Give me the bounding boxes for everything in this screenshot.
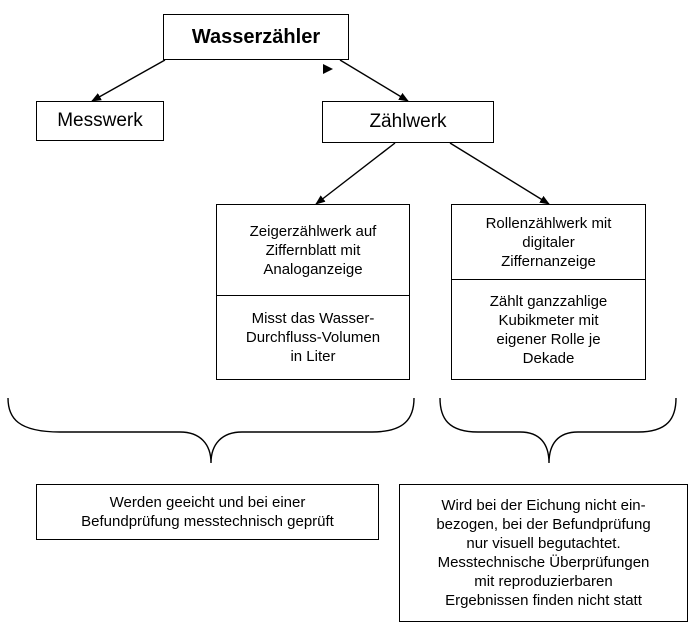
left-brace [7,397,415,464]
note-left: Werden geeicht und bei einer Befundprüfu… [36,484,379,540]
messwerk-label: Messwerk [57,110,143,131]
rollenzaehlwerk-node: Rollenzählwerk mit digitaler Ziffernanze… [451,204,646,380]
zeigerzaehlwerk-description: Misst das Wasser- Durchfluss-Volumen in … [245,310,381,365]
arrow-zaehlwerk-to-zeiger [315,142,396,205]
arrow-root-to-zaehlwerk [339,59,409,102]
zeigerzaehlwerk-name: Zeigerzählwerk auf Ziffernblatt mit Anal… [217,205,409,296]
arrow-zaehlwerk-to-rollen [449,142,550,205]
note-left-text: Werden geeicht und bei einer Befundprüfu… [81,494,334,530]
messwerk-node: Messwerk [36,101,164,141]
zeigerzaehlwerk-node: Zeigerzählwerk auf Ziffernblatt mit Anal… [216,204,410,380]
note-right-text: Wird bei der Eichung nicht ein- bezogen,… [436,497,651,609]
root-label: Wasserzähler [191,25,321,48]
zaehlwerk-node: Zählwerk [322,101,494,143]
zaehlwerk-label: Zählwerk [369,111,447,132]
arrow-root-to-messwerk [91,59,166,102]
small-triangle-icon [323,64,333,74]
rollenzaehlwerk-description: Zählt ganzzahlige Kubikmeter mit eigener… [489,292,608,367]
rollenzaehlwerk-name: Rollenzählwerk mit digitaler Ziffernanze… [452,205,645,280]
root-node: Wasserzähler [163,14,349,60]
right-brace [439,397,677,464]
note-right: Wird bei der Eichung nicht ein- bezogen,… [399,484,688,622]
